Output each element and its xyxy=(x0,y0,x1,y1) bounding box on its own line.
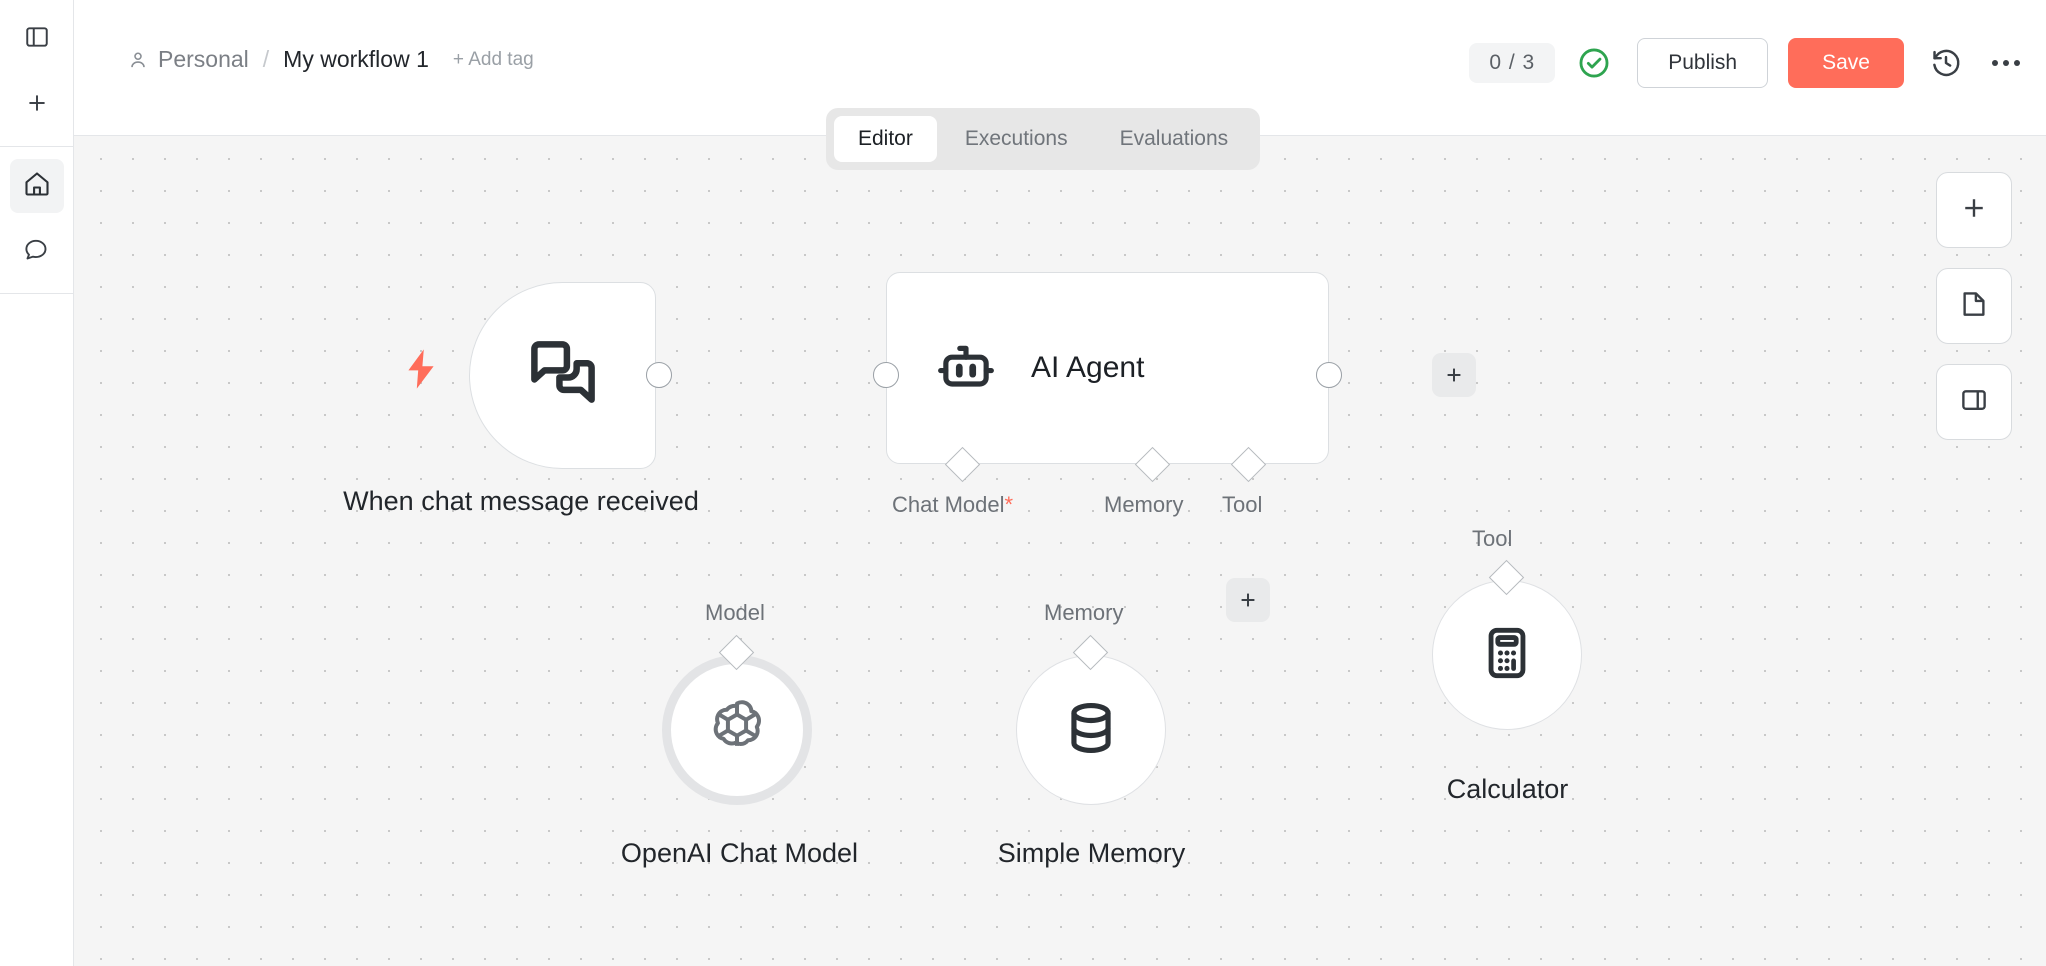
openai-logo-icon xyxy=(704,695,770,766)
agent-output-endpoint[interactable] xyxy=(1316,362,1342,388)
sidebar-item-home[interactable] xyxy=(9,159,64,213)
tab-evaluations[interactable]: Evaluations xyxy=(1119,127,1229,150)
sidebar-divider-bottom xyxy=(0,293,74,294)
breadcrumb-owner[interactable]: Personal xyxy=(158,46,249,72)
check-circle-icon xyxy=(1577,46,1611,80)
node-title-openai-chat-model: OpenAI Chat Model xyxy=(620,838,859,868)
trigger-output-endpoint[interactable] xyxy=(646,362,672,388)
node-openai-chat-model[interactable] xyxy=(662,655,812,805)
tab-executions[interactable]: Executions xyxy=(964,127,1068,150)
port-label-tool: Tool xyxy=(1222,492,1263,517)
toggle-panel-button[interactable] xyxy=(1936,364,2012,440)
add-output-node-button[interactable] xyxy=(1432,353,1476,397)
publish-button[interactable]: Publish xyxy=(1637,38,1769,88)
home-icon xyxy=(23,170,51,203)
add-tag-button[interactable]: + Add tag xyxy=(452,48,534,70)
sidebar-divider xyxy=(0,146,74,147)
node-title-trigger: When chat message received xyxy=(343,486,699,516)
plus-icon xyxy=(24,90,50,121)
node-title-simple-memory: Simple Memory xyxy=(997,838,1186,868)
canvas-controls xyxy=(1936,172,2012,440)
history-icon[interactable] xyxy=(1930,47,1962,79)
sidebar-item-add[interactable] xyxy=(10,78,64,132)
split-panel-icon xyxy=(1959,385,1989,420)
chat-bubbles-icon xyxy=(524,334,602,417)
node-label-ai-agent: AI Agent xyxy=(1031,351,1145,384)
node-simple-memory[interactable] xyxy=(1016,655,1166,805)
database-icon xyxy=(1060,697,1122,764)
port-label-memory-sub: Memory xyxy=(1044,600,1124,625)
calculator-icon xyxy=(1478,624,1536,687)
port-label-model: Model xyxy=(705,600,765,625)
view-tabs: Editor Executions Evaluations xyxy=(826,108,1261,170)
node-when-chat-message-received[interactable] xyxy=(469,282,656,469)
chat-bubble-icon xyxy=(23,236,50,268)
panel-toggle-icon xyxy=(24,24,50,55)
port-label-tool-sub: Tool xyxy=(1472,526,1513,551)
left-sidebar xyxy=(0,0,74,966)
add-tool-node-button[interactable] xyxy=(1226,578,1270,622)
node-title-calculator: Calculator xyxy=(1446,774,1569,804)
port-label-chat-model: Chat Model* xyxy=(892,492,1014,517)
breadcrumb: Personal / My workflow 1 + Add tag xyxy=(128,46,534,73)
required-marker: * xyxy=(1004,492,1014,517)
more-options-icon[interactable] xyxy=(1992,60,2020,66)
header-actions: 0 / 3 Publish Save xyxy=(1469,38,2020,88)
step-counter-badge: 0 / 3 xyxy=(1469,43,1556,83)
lightning-bolt-icon xyxy=(404,348,438,395)
plus-icon xyxy=(1959,193,1989,228)
sticky-note-icon xyxy=(1959,289,1989,324)
node-layer: When chat message received AI Agent xyxy=(74,0,2046,966)
robot-icon xyxy=(935,337,997,399)
sidebar-item-panel-toggle[interactable] xyxy=(10,12,64,66)
node-calculator[interactable] xyxy=(1432,580,1582,730)
person-icon xyxy=(128,50,148,70)
tab-editor[interactable]: Editor xyxy=(834,116,937,162)
add-node-button[interactable] xyxy=(1936,172,2012,248)
agent-input-endpoint[interactable] xyxy=(873,362,899,388)
add-sticky-note-button[interactable] xyxy=(1936,268,2012,344)
save-button[interactable]: Save xyxy=(1788,38,1904,88)
page-title[interactable]: My workflow 1 xyxy=(283,46,429,72)
breadcrumb-separator: / xyxy=(262,46,270,72)
port-label-memory: Memory xyxy=(1104,492,1184,517)
node-ai-agent[interactable]: AI Agent xyxy=(886,272,1329,464)
sidebar-item-chat[interactable] xyxy=(10,225,64,279)
